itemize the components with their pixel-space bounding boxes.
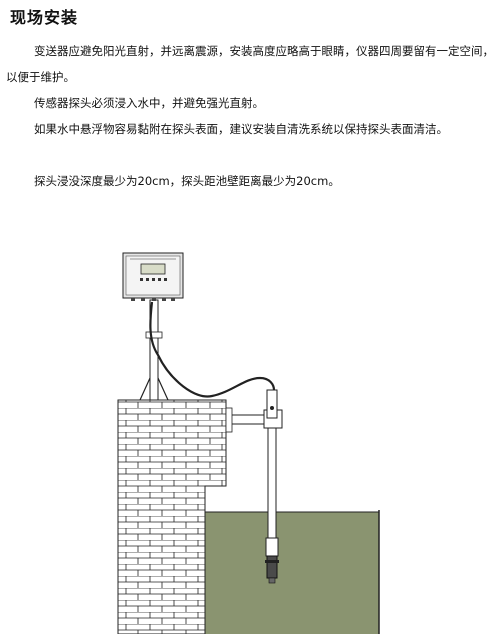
brick-wall (117, 399, 227, 634)
display-screen (140, 263, 166, 275)
probe-pipe (266, 389, 278, 539)
section-title: 现场安装 (10, 8, 79, 27)
transmitter-box (122, 252, 184, 301)
installation-illustration (117, 252, 380, 634)
paragraph-self-cleaning: 如果水中悬浮物容易黏附在探头表面，建议安装自清洗系统以保持探头表面清洁。 (34, 122, 448, 136)
sensor-probe (265, 537, 279, 584)
paragraph-probe-immersion: 传感器探头必须浸入水中，并避免强光直射。 (34, 96, 264, 110)
paragraph-transmitter: 变送器应避免阳光直射，并远离震源，安装高度应略高于眼睛，仪器四周要留有一定空间，… (6, 44, 494, 84)
water-tank (205, 510, 380, 634)
sensor-cable (149, 301, 276, 398)
paragraph-depth: 探头浸没深度最少为20cm，探头距池壁距离最少为20cm。 (34, 174, 340, 188)
